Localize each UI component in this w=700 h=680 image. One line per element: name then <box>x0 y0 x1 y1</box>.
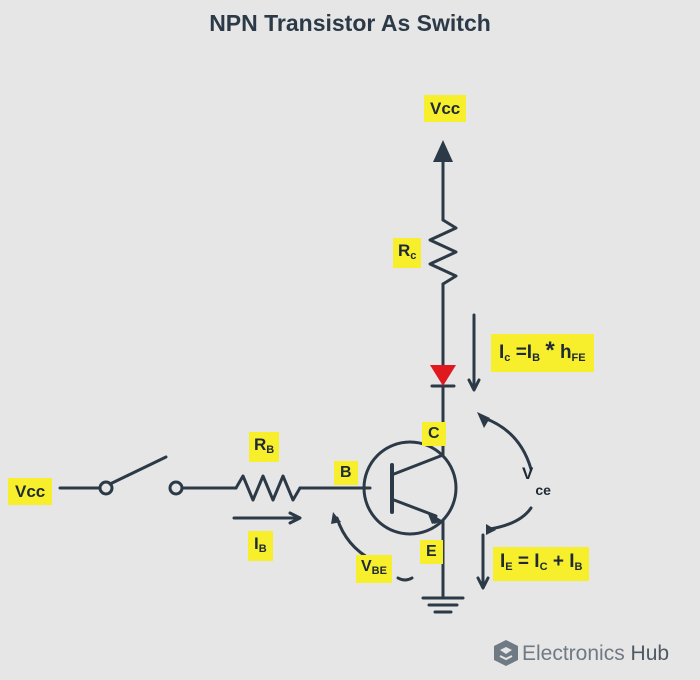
brand-name: Electronics <box>522 642 625 665</box>
ie-equation: IE = IC + IB <box>493 547 590 581</box>
transistor-collector-lead <box>392 453 445 476</box>
brand-suffix: Hub <box>630 642 670 665</box>
rc-label: Rc <box>393 238 422 268</box>
transistor-emitter-lead <box>392 498 438 518</box>
rb-label: RB <box>249 432 280 462</box>
switch-contact-right <box>168 480 184 496</box>
vbe-arrow <box>335 516 374 562</box>
rc-resistor <box>428 218 458 286</box>
page-title: NPN Transistor As Switch <box>209 10 491 36</box>
vcc-arrow-icon <box>433 140 453 162</box>
vbe-label: VBE <box>356 555 392 583</box>
vcc-top-label: Vcc <box>424 95 467 122</box>
ic-equation: Ic =IB * hFE <box>491 334 594 372</box>
electronics-hub-logo-icon <box>494 640 518 666</box>
vcc-left-label: Vcc <box>8 478 53 505</box>
vce-arrow-lower <box>488 506 533 531</box>
emitter-label: E <box>420 540 443 564</box>
vce-arrow-upper <box>482 416 533 471</box>
vce-label: Vce <box>522 464 551 498</box>
transistor-body <box>362 440 458 536</box>
base-label: B <box>334 461 358 485</box>
brand-logo: Electronics Hub <box>490 642 669 666</box>
switch-lever <box>108 455 168 486</box>
collector-label: C <box>422 422 446 446</box>
led-diode-icon <box>430 365 456 386</box>
ib-label: IB <box>248 531 273 561</box>
rb-resistor <box>234 474 302 502</box>
